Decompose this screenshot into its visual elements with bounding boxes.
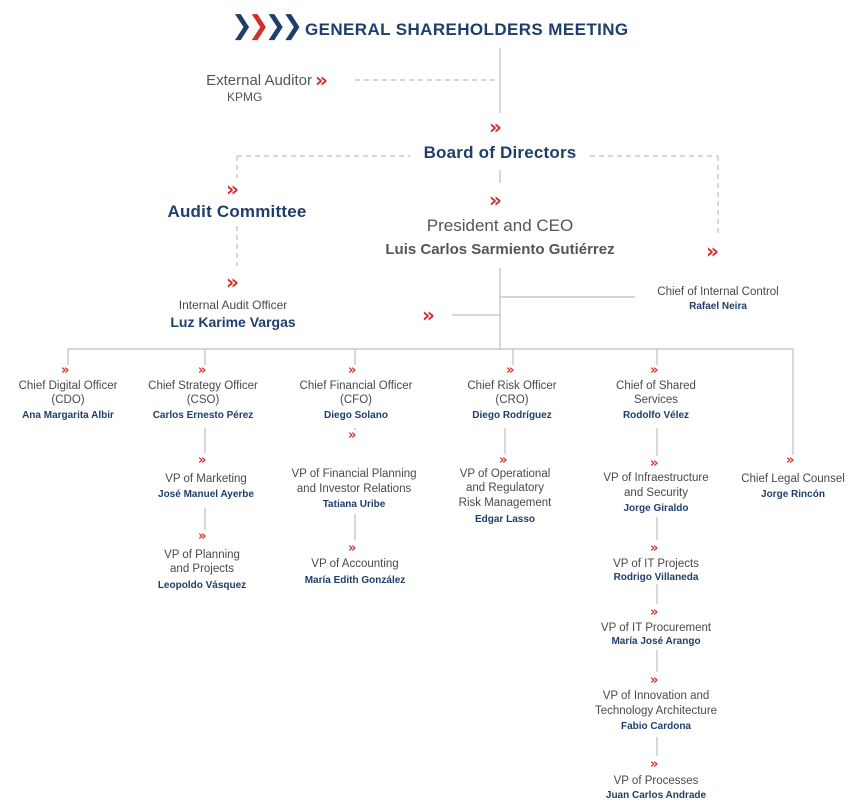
- legal-role: Chief Legal Counsel: [741, 473, 845, 485]
- vp-infra-name: Jorge Giraldo: [623, 503, 689, 514]
- dashed-connectors: [236, 79, 719, 266]
- shared-services-role-line2: Services: [633, 394, 679, 406]
- double-chevron-right-icon: »: [506, 363, 515, 378]
- cfo-role: Chief Financial Officer: [299, 380, 413, 392]
- double-chevron-right-icon: »: [650, 541, 659, 556]
- chevron-chain-logo: ❯❯❯❯: [231, 11, 303, 41]
- cso-role: Chief Strategy Officer: [148, 380, 258, 392]
- vp-processes-name: Juan Carlos Andrade: [605, 790, 707, 801]
- cro-role-abbr: (CRO): [495, 394, 529, 406]
- board-of-directors-title: Board of Directors: [423, 143, 577, 162]
- external-auditor-firm: KPMG: [227, 90, 263, 104]
- double-chevron-right-icon: »: [706, 239, 719, 263]
- internal-control-role: Chief of Internal Control: [657, 286, 779, 298]
- vp-fin-planning-name: Tatiana Uribe: [322, 499, 386, 510]
- internal-audit-role: Internal Audit Officer: [178, 298, 288, 312]
- cfo-role-abbr: (CFO): [340, 394, 372, 406]
- vp-accounting-name: María Edith González: [304, 575, 406, 586]
- shared-services-name: Rodolfo Vélez: [622, 410, 690, 421]
- vp-op-risk-name: Edgar Lasso: [474, 514, 536, 525]
- double-chevron-right-icon: »: [348, 363, 357, 378]
- double-chevron-right-icon: »: [422, 303, 435, 327]
- vp-marketing-role: VP of Marketing: [165, 473, 247, 485]
- vp-op-risk-role: VP of Operational: [459, 468, 551, 480]
- vp-fin-planning-role: VP of Financial Planning: [291, 468, 417, 480]
- cso-role-abbr: (CSO): [186, 394, 220, 406]
- cdo-name: Ana Margarita Albir: [22, 410, 114, 421]
- vp-it-procurement-role: VP of IT Procurement: [600, 622, 712, 634]
- double-chevron-right-icon: »: [226, 270, 239, 294]
- double-chevron-right-icon: »: [650, 673, 659, 688]
- double-chevron-right-icon: »: [786, 453, 795, 468]
- ceo-name: Luis Carlos Sarmiento Gutiérrez: [385, 241, 615, 258]
- vp-marketing-name: José Manuel Ayerbe: [158, 489, 254, 500]
- vp-op-risk-role-line3: Risk Management: [458, 497, 552, 509]
- external-auditor-role: External Auditor: [206, 72, 312, 89]
- cso-name: Carlos Ernesto Pérez: [152, 410, 254, 421]
- double-chevron-right-icon: »: [226, 177, 239, 201]
- double-chevron-right-icon: »: [61, 363, 70, 378]
- vp-planning-role-line2: and Projects: [170, 563, 234, 575]
- double-chevron-right-icon: »: [198, 453, 207, 468]
- shared-services-role: Chief of Shared: [616, 380, 696, 392]
- vp-infra-role: VP of Infraestructure: [603, 472, 709, 484]
- double-chevron-right-icon: »: [348, 541, 357, 556]
- cfo-name: Diego Solano: [324, 410, 388, 421]
- cro-role: Chief Risk Officer: [467, 380, 557, 392]
- vp-fin-planning-role-line2: and Investor Relations: [296, 483, 412, 495]
- double-chevron-right-icon: »: [650, 456, 659, 471]
- page-title: GENERAL SHAREHOLDERS MEETING: [305, 20, 629, 39]
- vp-accounting-role: VP of Accounting: [311, 558, 399, 570]
- vp-planning-name: Leopoldo Vásquez: [157, 580, 247, 591]
- double-chevron-right-icon: »: [198, 363, 207, 378]
- double-chevron-right-icon: »: [348, 428, 357, 443]
- double-chevron-right-icon: »: [499, 453, 508, 468]
- double-chevron-right-icon: »: [489, 115, 502, 139]
- internal-audit-name: Luz Karime Vargas: [170, 314, 296, 330]
- cro-name: Diego Rodríguez: [472, 410, 552, 421]
- ceo-role: President and CEO: [426, 216, 574, 235]
- vp-innovation-role: VP of Innovation and: [602, 690, 710, 702]
- audit-committee-title: Audit Committee: [167, 202, 307, 221]
- legal-name: Jorge Rincón: [761, 489, 825, 500]
- double-chevron-right-icon: »: [650, 757, 659, 772]
- vp-planning-role: VP of Planning: [164, 549, 240, 561]
- cdo-role-abbr: (CDO): [51, 394, 85, 406]
- vp-op-risk-role-line2: and Regulatory: [466, 482, 544, 494]
- double-chevron-right-icon: »: [650, 605, 659, 620]
- vp-it-procurement-name: María José Arango: [611, 636, 701, 647]
- internal-control-name: Rafael Neira: [689, 301, 747, 312]
- solid-connectors: [67, 48, 794, 756]
- double-chevron-right-icon: »: [489, 188, 502, 212]
- vp-it-projects-role: VP of IT Projects: [613, 558, 699, 570]
- double-chevron-right-icon: »: [315, 68, 328, 92]
- vp-it-projects-name: Rodrigo Villaneda: [613, 572, 699, 583]
- vp-processes-role: VP of Processes: [613, 775, 699, 787]
- vp-innovation-role-line2: Technology Architecture: [594, 705, 718, 717]
- cdo-role: Chief Digital Officer: [18, 380, 118, 392]
- vp-innovation-name: Fabio Cardona: [620, 721, 692, 732]
- double-chevron-right-icon: »: [198, 529, 207, 544]
- vp-infra-role-line2: and Security: [624, 487, 688, 499]
- double-chevron-right-icon: »: [650, 363, 659, 378]
